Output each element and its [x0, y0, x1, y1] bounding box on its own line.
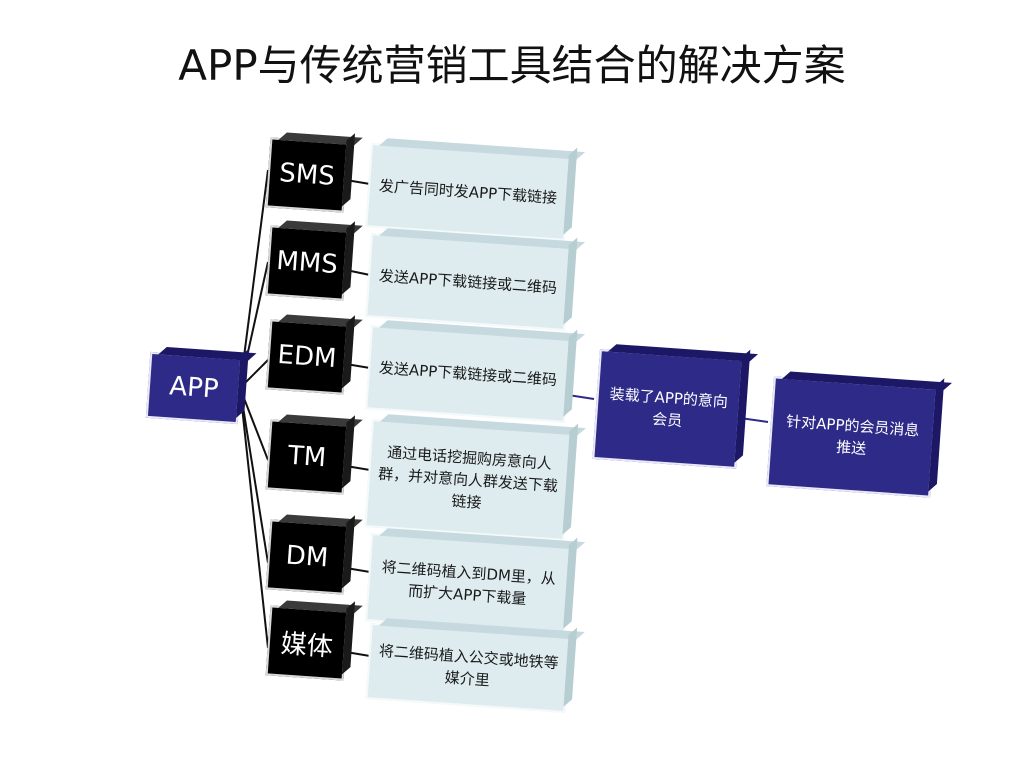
slide-title: APP与传统营销工具结合的解决方案: [178, 41, 846, 90]
desc-tm: 通过电话挖掘购房意向人群，并对意向人群发送下载链接: [364, 419, 572, 541]
channel-dm: DM: [265, 519, 349, 595]
desc-sms: 发广告同时发APP下载链接: [365, 143, 571, 241]
desc-media: 将二维码植入公交或地铁等媒介里: [365, 623, 571, 713]
channel-tm: TM: [265, 419, 349, 495]
channel-media: 媒体: [265, 605, 349, 681]
desc-mms: 发送APP下载链接或二维码: [365, 233, 571, 331]
channel-sms: SMS: [265, 137, 349, 213]
channel-edm: EDM: [265, 319, 349, 395]
connector-app-media: [239, 387, 269, 649]
app-root-node: APP: [145, 351, 243, 425]
stage-member-push: 针对APP的会员消息推送: [766, 376, 938, 498]
connector-app-dm: [239, 387, 269, 564]
stage-app-members: 装载了APP的意向会员: [592, 349, 744, 469]
channel-mms: MMS: [265, 225, 349, 301]
desc-edm: 发送APP下载链接或二维码: [365, 325, 571, 423]
